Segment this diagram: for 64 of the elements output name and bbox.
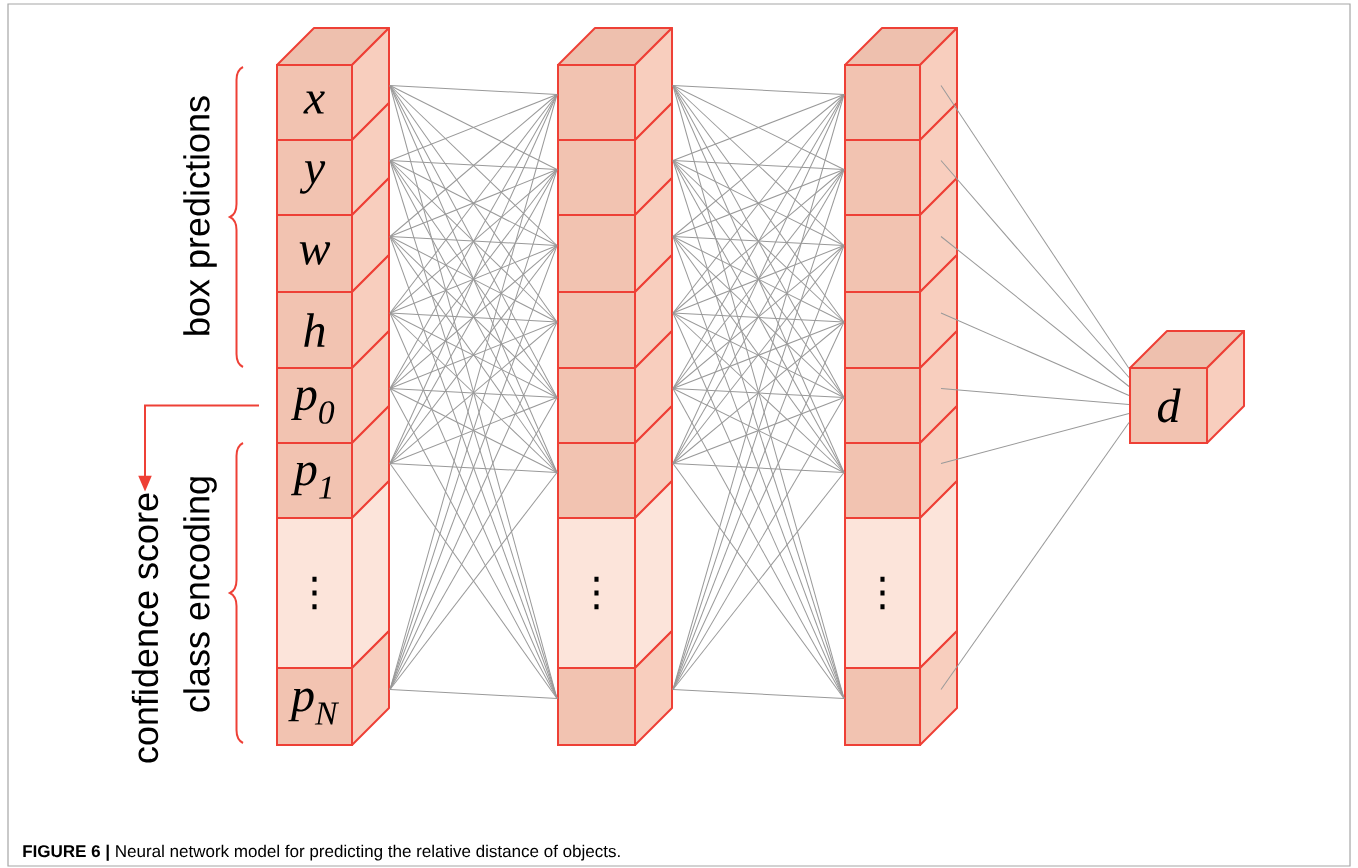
connection-line (389, 463, 558, 473)
connection-line (389, 160, 558, 246)
connection-line (940, 422, 1130, 690)
connection-line (389, 236, 558, 323)
connection-line (672, 689, 845, 699)
connection-line (672, 397, 845, 464)
connection-line (389, 397, 558, 464)
connection-line (389, 85, 558, 95)
side-label: box predictions (183, 96, 217, 335)
connection-line (389, 388, 558, 473)
connection-line (672, 388, 845, 473)
side-label: confidence score (131, 493, 159, 763)
connection-line (389, 245, 558, 314)
connection-line (389, 94, 558, 161)
connection-line (389, 321, 558, 389)
connection-line (672, 160, 845, 246)
cube-cell: x (276, 27, 390, 141)
cube-cell (844, 405, 958, 519)
output-cube: d (1129, 330, 1245, 444)
connection-line (672, 236, 845, 246)
connection-line (672, 85, 845, 170)
cube-cell (844, 330, 958, 444)
cube-cell (844, 177, 958, 293)
connection-line (940, 413, 1130, 464)
connection-line (672, 245, 845, 314)
cube-cell (557, 405, 673, 519)
figure-caption: FIGURE 6 | Neural network model for predicting the relative distance of objects. (23, 844, 620, 861)
connection-line (389, 312, 558, 323)
cube-cell (844, 27, 958, 141)
connection-line (672, 312, 845, 323)
connection-line (389, 169, 558, 237)
connection-line (940, 236, 1130, 387)
connection-line (672, 236, 845, 323)
connection-line (389, 312, 558, 398)
cube-cell (557, 177, 673, 293)
connection-line (389, 85, 558, 170)
connection-line (389, 236, 558, 246)
connection-line (672, 94, 845, 161)
cube-cell (844, 254, 958, 369)
side-label: class encoding (183, 477, 217, 712)
cube-cell (557, 102, 673, 216)
connection-line (672, 85, 845, 95)
connection-line (389, 388, 558, 398)
connection-line (389, 160, 558, 170)
connection-line (940, 388, 1130, 405)
cube-cell (557, 27, 673, 141)
cube-cell (844, 102, 958, 216)
cube-cell (557, 330, 673, 444)
connection-line (940, 85, 1130, 369)
connection-line (389, 689, 558, 699)
connection-line (672, 321, 845, 389)
connection-line (672, 312, 845, 398)
connection-line (940, 312, 1130, 396)
cube-cell: ⋮ (557, 480, 673, 669)
cube-cell: p$_{N}$ (276, 630, 390, 746)
cube-cell (557, 254, 673, 369)
cube-cell (557, 630, 673, 746)
connection-line (672, 169, 845, 237)
connection-line (672, 388, 845, 398)
cube-cell: ⋮ (844, 480, 958, 669)
connection-line (672, 160, 845, 170)
connection-line (940, 160, 1130, 378)
cube-cell (844, 630, 958, 746)
connection-line (672, 463, 845, 473)
